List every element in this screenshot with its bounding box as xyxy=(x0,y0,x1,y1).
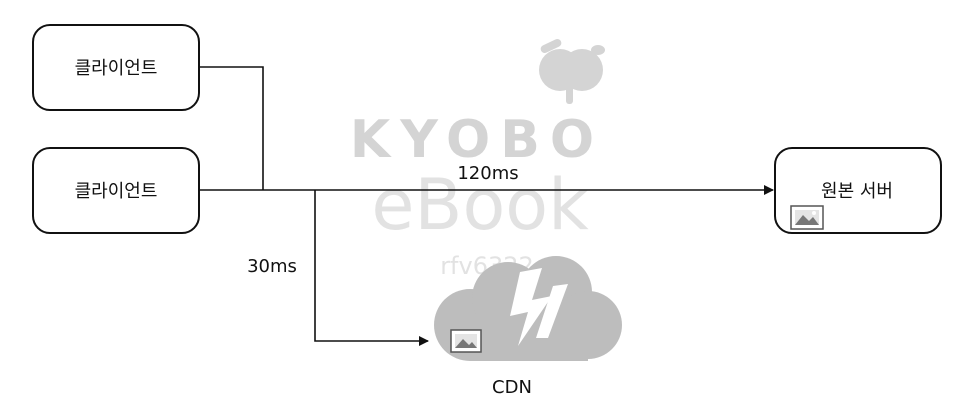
cdn-label: CDN xyxy=(492,377,532,398)
origin-server-label: 원본 서버 xyxy=(821,181,893,202)
client-top-connector xyxy=(199,66,264,190)
lightning-bolt-icon xyxy=(510,268,552,346)
cdn-request-arrow xyxy=(314,190,429,346)
image-icon xyxy=(790,205,824,230)
client-bottom-label: 클라이언트 xyxy=(75,181,158,202)
watermark: KYOBO eBook rfv6322 xyxy=(350,39,605,280)
watermark-product: eBook xyxy=(371,164,589,246)
client-top-label: 클라이언트 xyxy=(75,58,158,79)
cdn-latency-label: 30ms xyxy=(247,256,297,277)
kyobo-bird-logo xyxy=(539,39,605,104)
cdn-cloud-icon xyxy=(434,256,622,361)
origin-latency-label: 120ms xyxy=(457,163,518,184)
watermark-brand: KYOBO xyxy=(350,110,604,170)
